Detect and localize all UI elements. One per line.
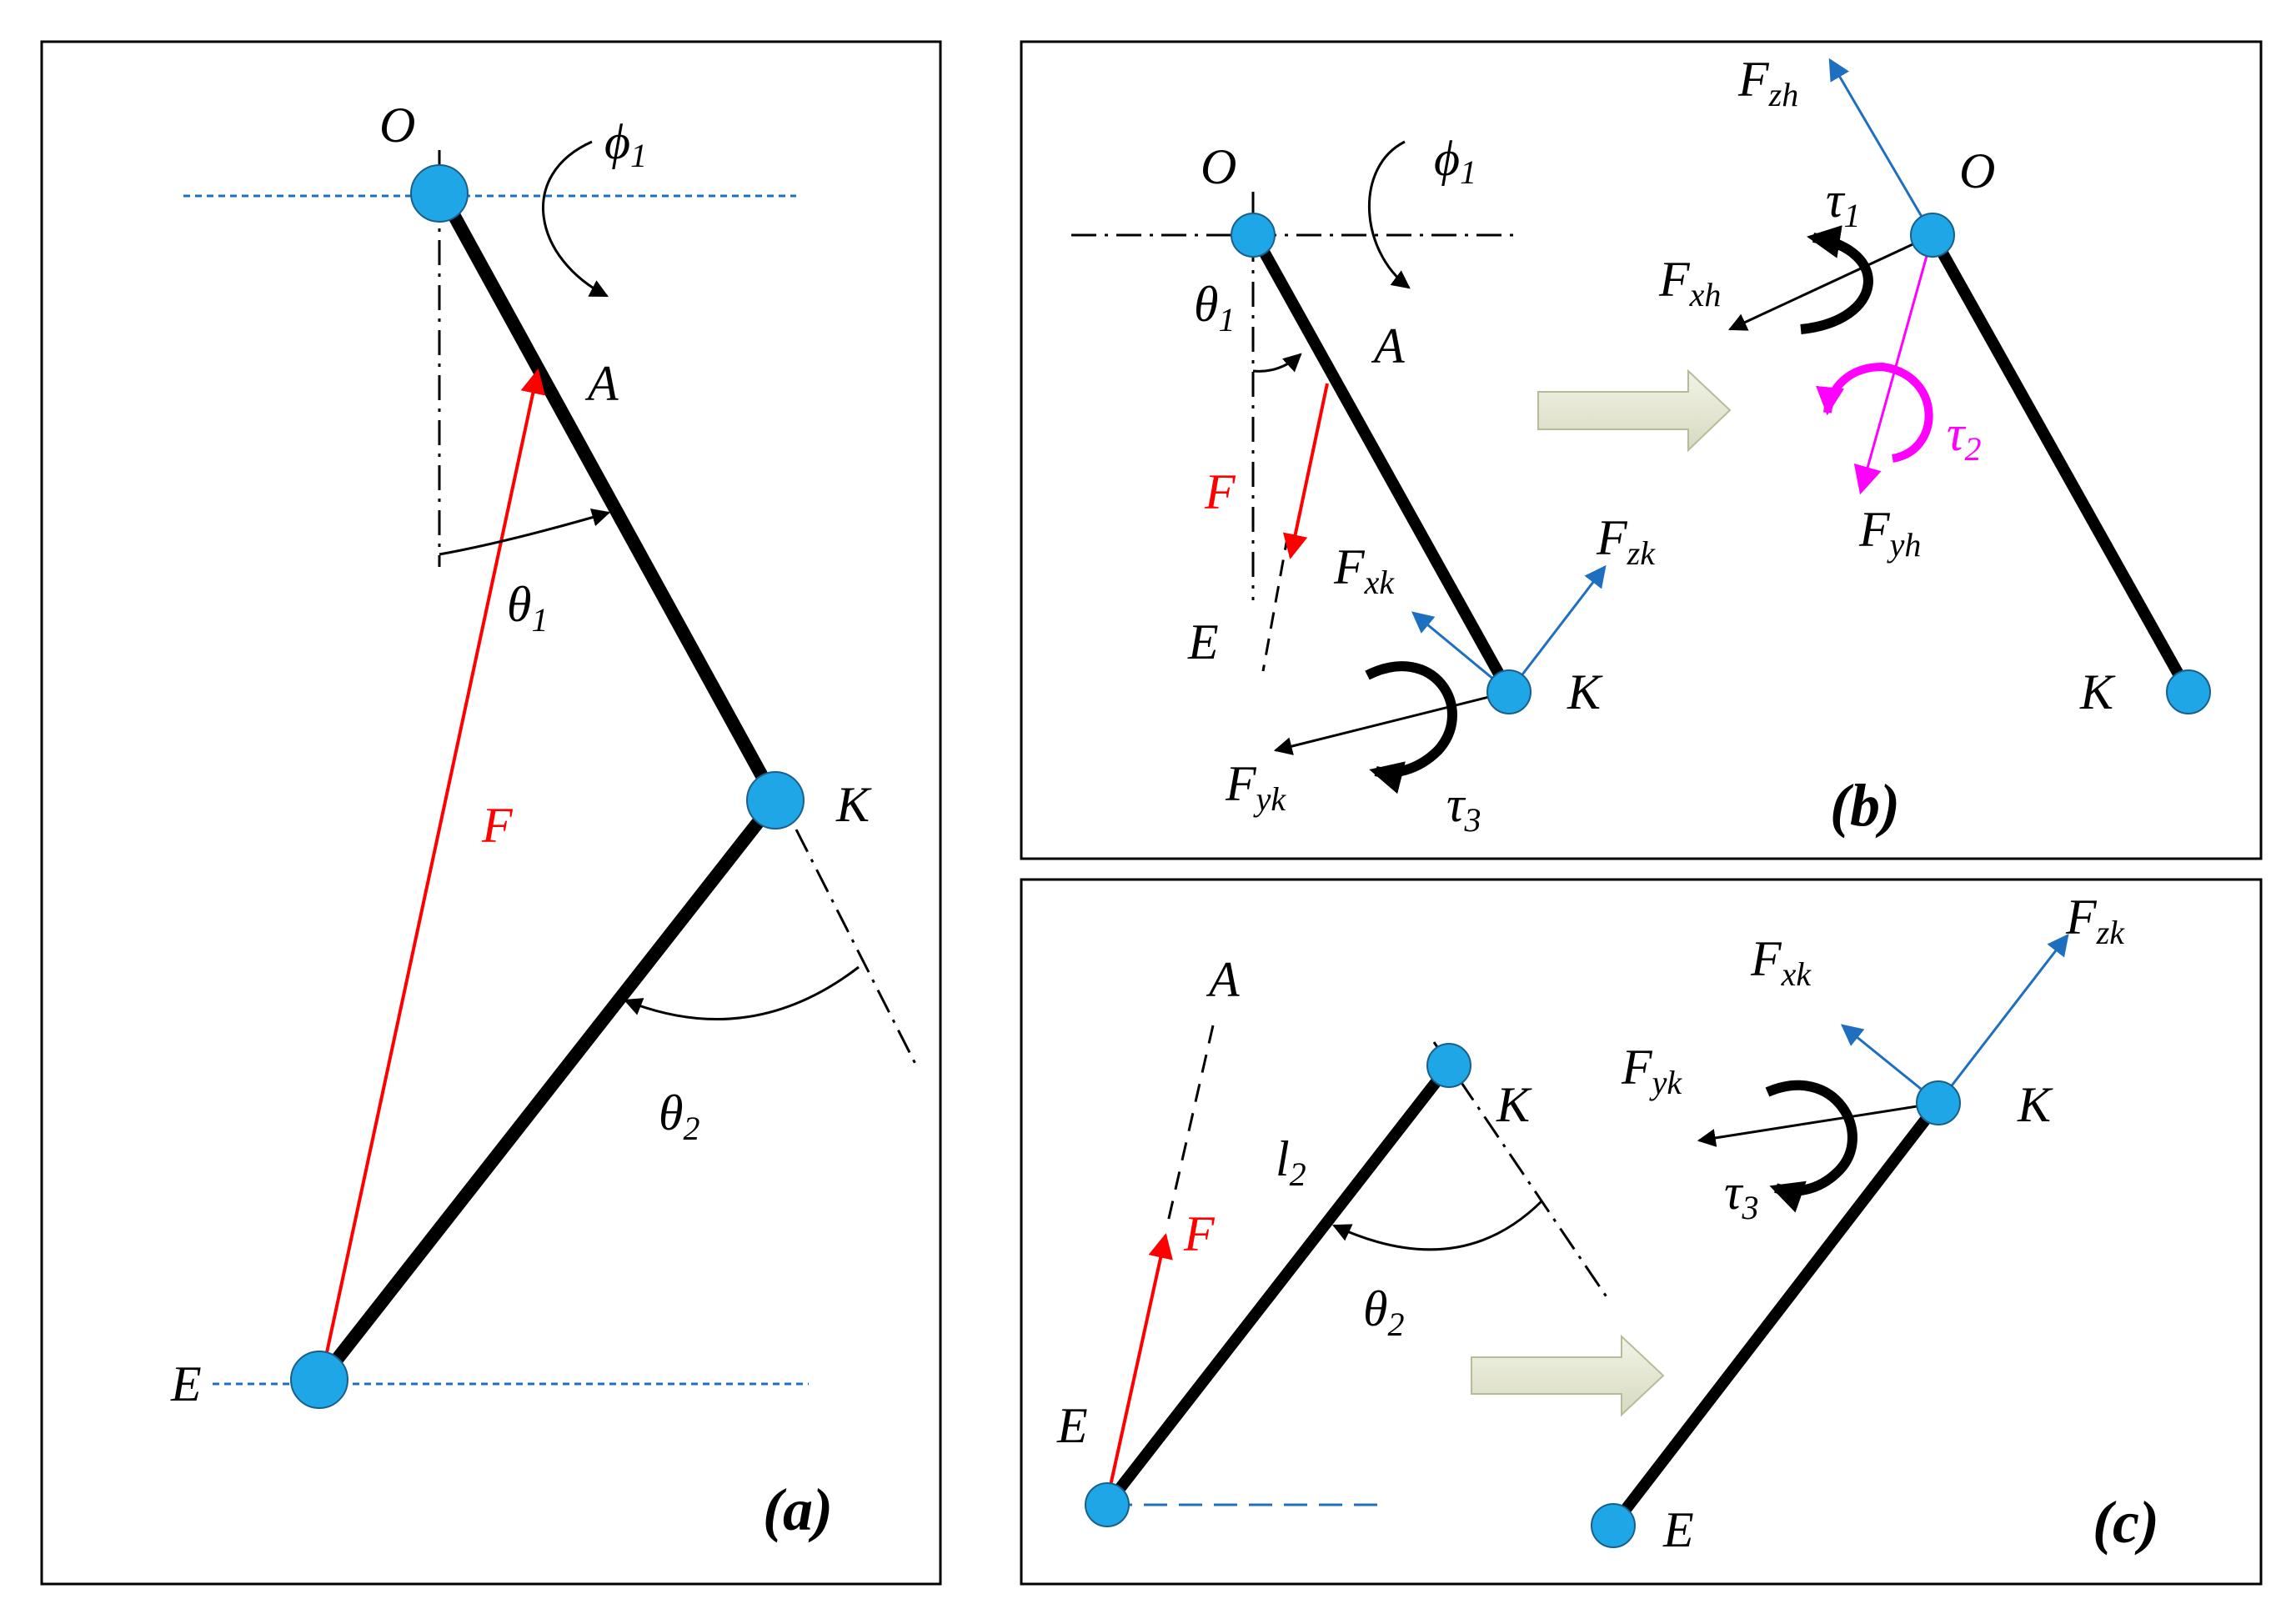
b-Fyh-arrow — [1853, 234, 1934, 495]
label-K: K — [835, 777, 872, 832]
b-transition-arrow — [1537, 368, 1732, 453]
panel-a-tag: (a) — [763, 1476, 833, 1543]
c-label-Fyk: Fyk — [1621, 1040, 1682, 1101]
panel-b-frame — [1020, 40, 2263, 860]
b-label-Fzk: Fzk — [1596, 510, 1656, 572]
theta2-arc — [623, 965, 860, 1020]
label-F: F — [481, 798, 514, 853]
c-right-shank-link — [1608, 1099, 1943, 1530]
c-joint-E — [1085, 1482, 1130, 1527]
b-label-Fzh: Fzh — [1737, 52, 1798, 113]
panel-b: O A E K F ϕ1 θ1 Fxk Fzk Fyk τ3 O K Fzh F… — [1020, 40, 2263, 860]
c-label-Fzk: Fzk — [2065, 890, 2125, 951]
c-force-F-arrow — [1105, 1233, 1173, 1501]
panel-c-tag: (c) — [2093, 1489, 2159, 1556]
c-Fyk-arrow — [1697, 1101, 1939, 1147]
c-joint-K — [1426, 1043, 1471, 1088]
b-label-K2: K — [2079, 664, 2116, 719]
force-F-arrow — [319, 368, 545, 1381]
panel-a-frame — [40, 40, 942, 1586]
label-phi1: ϕ1 — [604, 114, 647, 174]
theta1-arc — [439, 508, 611, 556]
panel-c-frame — [1020, 878, 2263, 1586]
c-thigh-extension — [1432, 1041, 1611, 1301]
label-O: O — [379, 98, 415, 153]
c-label-A: A — [1206, 952, 1240, 1007]
b-label-Fxk: Fxk — [1333, 539, 1395, 601]
c-tau3-moment — [1765, 1080, 1857, 1213]
c-label-theta2: θ2 — [1363, 1281, 1404, 1343]
b-joint-O — [1231, 213, 1276, 258]
label-E: E — [170, 1356, 202, 1411]
c-label-E2: E — [1662, 1502, 1694, 1557]
b-label-O2: O — [1959, 143, 1995, 198]
b-force-F-arrow — [1282, 383, 1329, 559]
c-label-K2: K — [2017, 1077, 2053, 1132]
b-label-theta1: θ1 — [1194, 277, 1235, 338]
c-right-joint-K — [1916, 1080, 1961, 1125]
c-label-Fxk: Fxk — [1750, 931, 1812, 993]
b-Fyk-arrow — [1273, 690, 1510, 755]
panel-b-tag: (b) — [1830, 772, 1900, 839]
b-theta1-arc — [1252, 353, 1302, 373]
b-right-thigh-link — [1927, 232, 2194, 695]
b-Fzh-arrow — [1828, 58, 1934, 236]
b-label-A: A — [1371, 318, 1405, 373]
b-label-F: F — [1204, 464, 1236, 519]
joint-O — [410, 164, 469, 223]
shank-link — [315, 796, 781, 1384]
c-label-K: K — [1496, 1077, 1532, 1132]
b-label-K: K — [1567, 664, 1603, 719]
c-label-F: F — [1183, 1206, 1216, 1261]
b-tau3-moment — [1365, 661, 1457, 794]
b-label-Fxh: Fxh — [1658, 252, 1721, 313]
thigh-link — [435, 190, 782, 804]
b-tau2-moment — [1816, 362, 1933, 463]
label-theta1: θ1 — [507, 577, 548, 639]
panel-a: O A K E F ϕ1 θ1 θ2 (a) — [40, 40, 942, 1586]
c-transition-arrow — [1471, 1334, 1665, 1417]
b-label-tau1: τ1 — [1826, 173, 1860, 234]
b-label-Fyk: Fyk — [1225, 756, 1286, 818]
c-label-E: E — [1056, 1398, 1088, 1453]
b-right-joint-K — [2166, 669, 2211, 714]
b-label-O: O — [1201, 139, 1236, 194]
joint-K — [746, 771, 805, 830]
b-label-tau3: τ3 — [1446, 777, 1481, 839]
label-A: A — [584, 356, 619, 411]
c-label-tau3: τ3 — [1724, 1165, 1758, 1226]
b-label-E: E — [1187, 614, 1219, 669]
phi1-rotation-arrow — [542, 140, 609, 298]
c-dashed-EA — [1166, 1025, 1215, 1226]
thigh-extension-line — [795, 829, 919, 1068]
c-theta2-arc — [1332, 1199, 1544, 1251]
b-label-phi1: ϕ1 — [1434, 131, 1476, 191]
c-shank-link — [1102, 1061, 1454, 1509]
b-thigh-link — [1249, 232, 1515, 695]
b-Fzk-arrow — [1507, 564, 1607, 693]
b-label-tau2: τ2 — [1947, 406, 1981, 468]
b-joint-K — [1486, 669, 1532, 714]
c-right-joint-E — [1591, 1503, 1636, 1548]
c-Fzk-arrow — [1937, 933, 2069, 1104]
b-tau1-moment — [1800, 225, 1873, 334]
c-label-l2: l2 — [1276, 1131, 1306, 1193]
b-dashed-EK — [1261, 533, 1290, 672]
panel-c: A K E F l2 θ2 Fxk Fzk Fyk τ3 K E (c) — [1020, 878, 2263, 1586]
b-Fxh-arrow — [1728, 233, 1933, 331]
label-theta2: θ2 — [659, 1085, 699, 1147]
b-phi1-rotation-arrow — [1368, 140, 1411, 289]
joint-E — [290, 1351, 348, 1409]
b-label-Fyh: Fyh — [1858, 502, 1921, 564]
b-right-joint-O — [1910, 213, 1955, 258]
